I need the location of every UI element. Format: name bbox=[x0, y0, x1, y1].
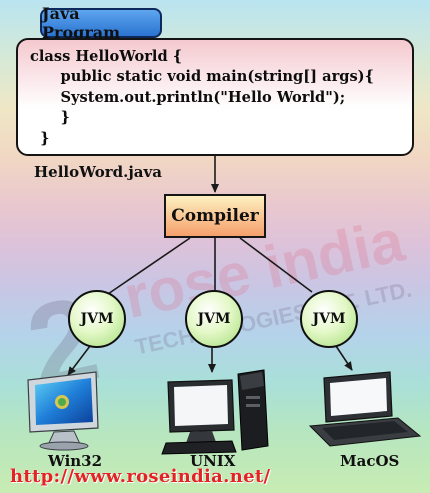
line-compiler-to-jvm-1 bbox=[107, 237, 191, 295]
line-compiler-to-jvm-3 bbox=[239, 237, 313, 293]
jvm-node-win32: JVM bbox=[68, 290, 126, 348]
code-line: } bbox=[30, 129, 50, 147]
arrow-jvm-to-win32 bbox=[67, 345, 91, 376]
code-line: public static void main(string[] args){ bbox=[30, 68, 374, 86]
code-line: } bbox=[30, 109, 70, 127]
java-program-title: Java Program bbox=[40, 4, 162, 42]
code-box: class HelloWorld { public static void ma… bbox=[16, 38, 414, 156]
compiler-box: Compiler bbox=[164, 194, 266, 238]
jvm-node-macos: JVM bbox=[300, 290, 358, 348]
arrow-jvm-to-macos bbox=[335, 345, 353, 371]
platform-label-unix: UNIX bbox=[190, 452, 236, 470]
file-name-label: HelloWord.java bbox=[34, 163, 162, 181]
website-url: http://www.roseindia.net/ bbox=[10, 466, 271, 487]
code-line: class HelloWorld { bbox=[30, 48, 183, 65]
jvm-node-unix: JVM bbox=[185, 290, 243, 348]
platform-label-win32: Win32 bbox=[48, 452, 103, 470]
code-line: System.out.println("Hello World"); bbox=[30, 88, 346, 106]
platform-label-macos: MacOS bbox=[340, 452, 400, 470]
